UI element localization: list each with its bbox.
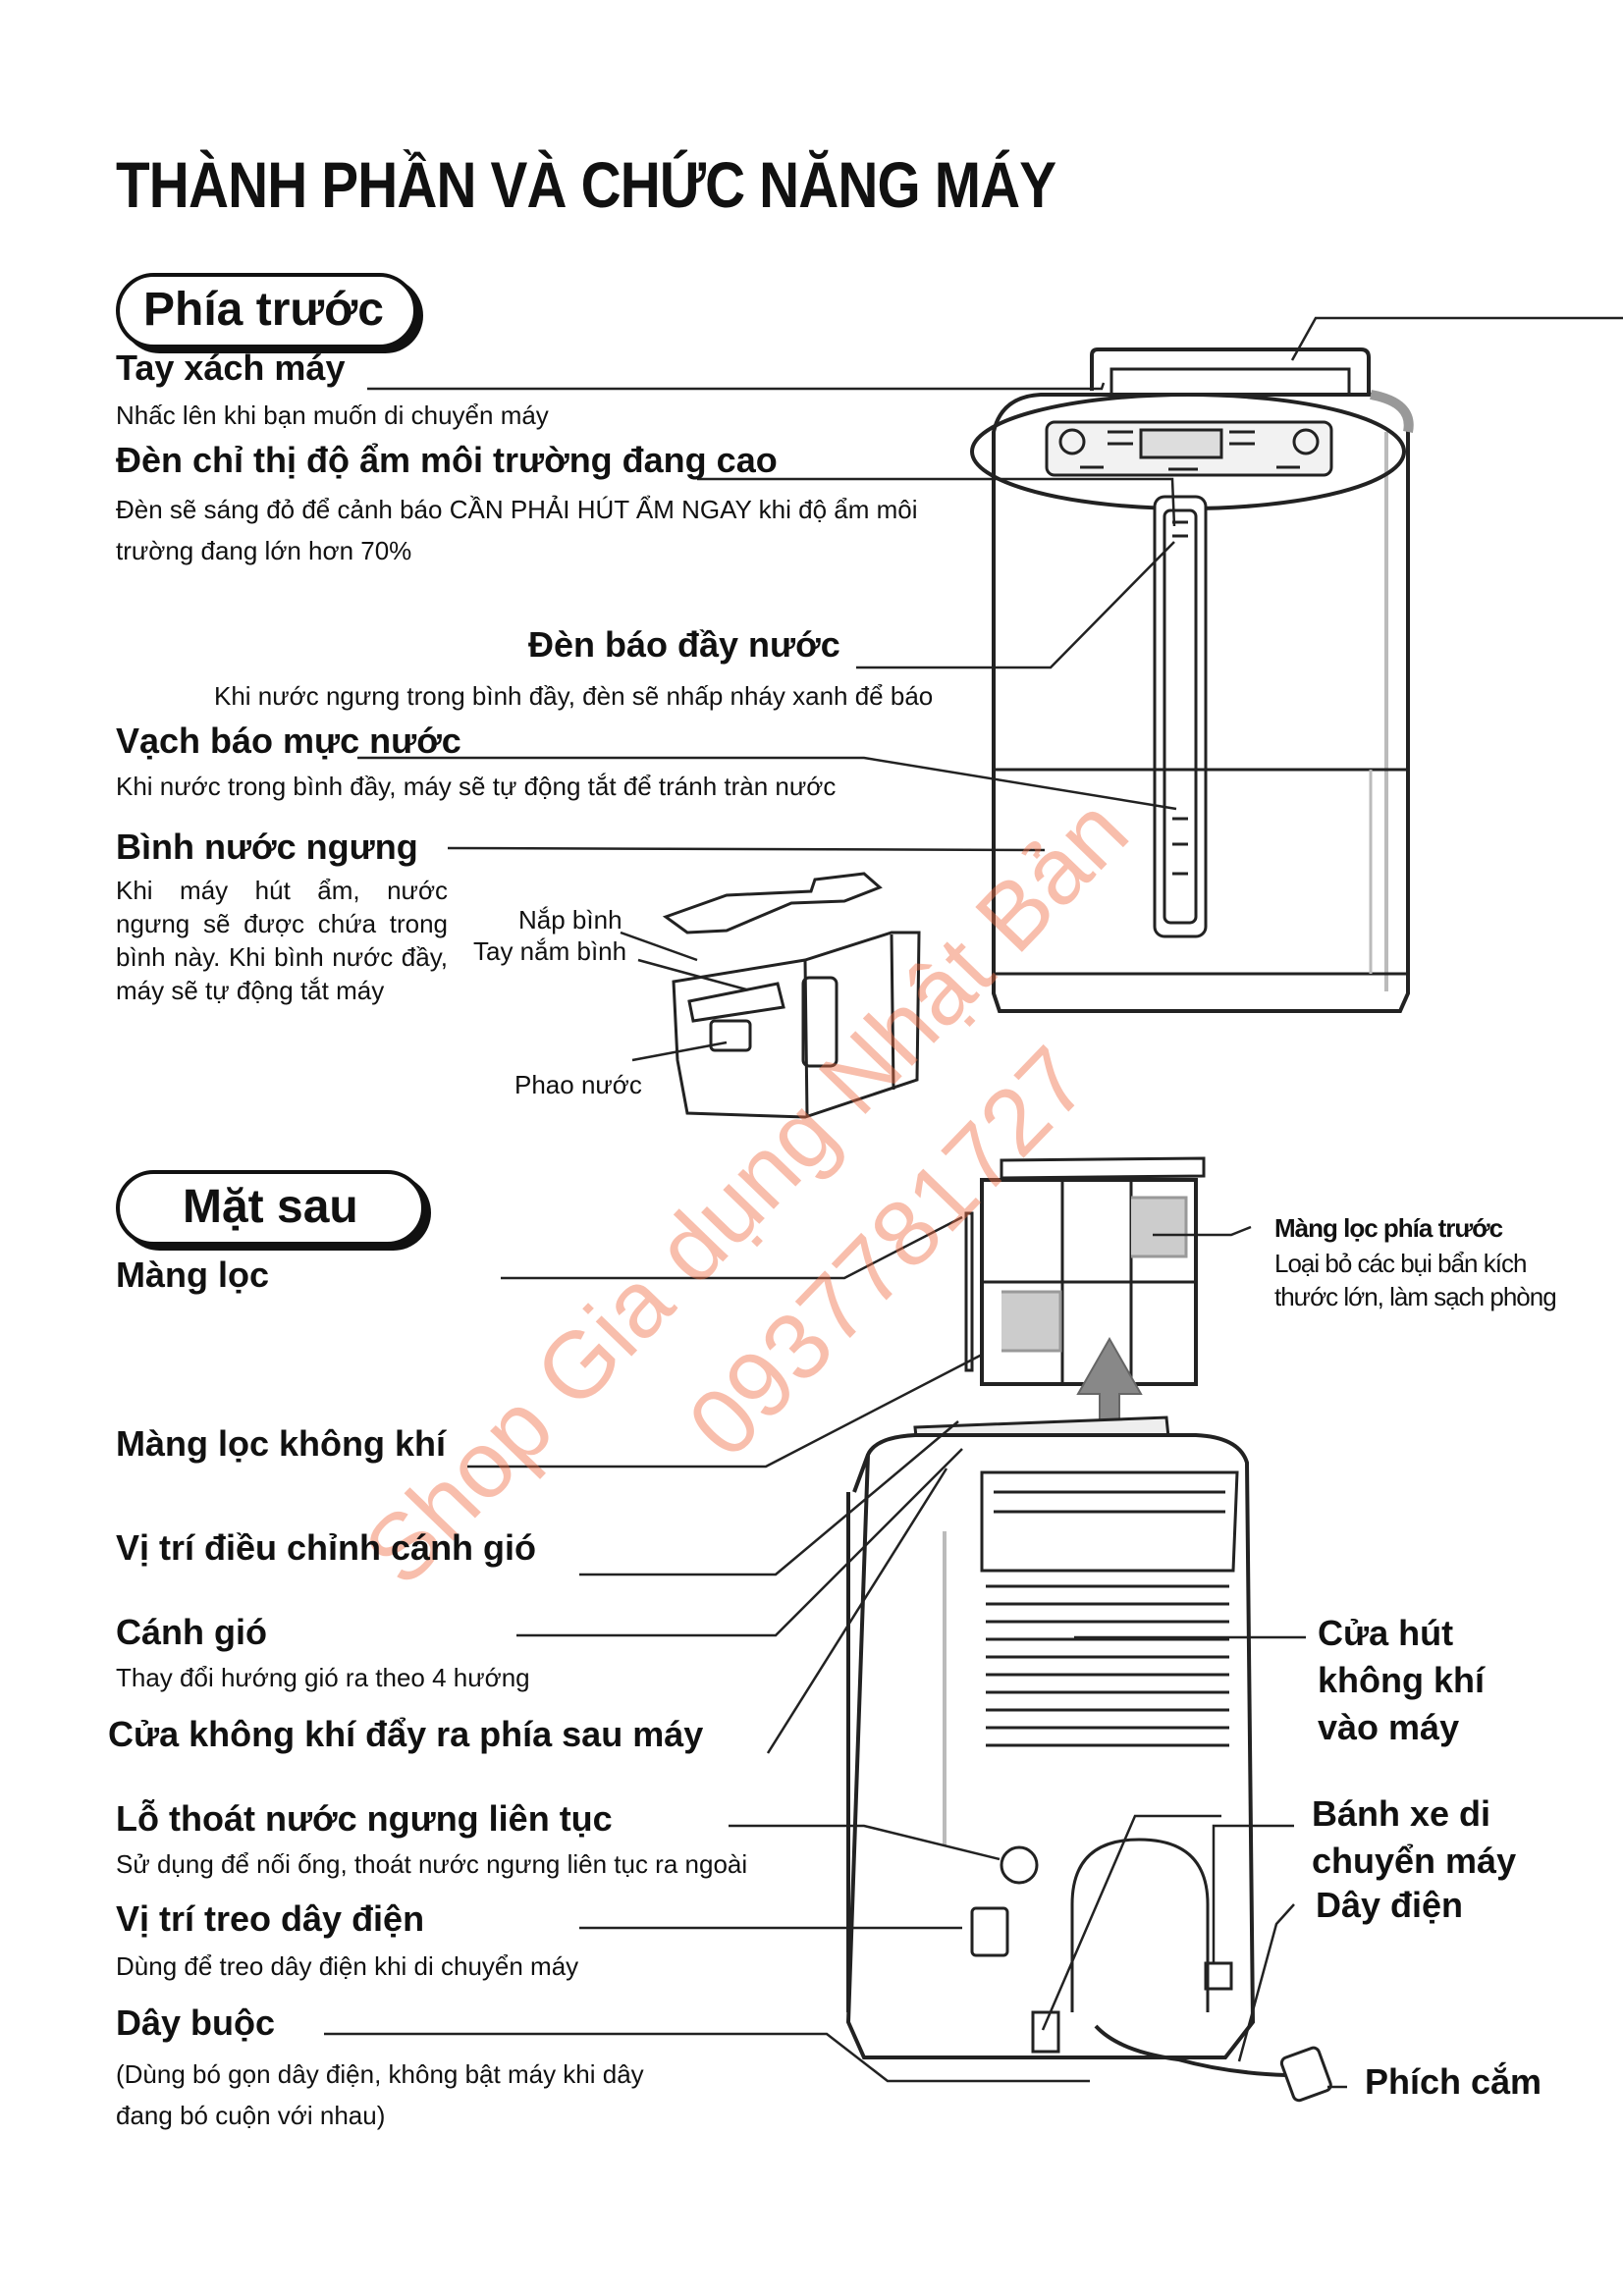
back-unit-drawing (845, 1415, 1332, 2103)
tank-handle-label: Tay nắm bình (473, 936, 627, 966)
plug-title: Phích cắm (1365, 2061, 1542, 2102)
louver-desc: Thay đổi hướng gió ra theo 4 hướng (116, 1663, 530, 1692)
filter-title: Màng lọc (116, 1255, 270, 1295)
handle-desc: Nhấc lên khi bạn muốn di chuyển máy (116, 400, 549, 430)
louver-title: Cánh gió (116, 1612, 267, 1652)
drain-title: Lỗ thoát nước ngưng liên tục (116, 1798, 613, 1839)
filter-drawing (964, 1156, 1206, 1386)
section-label-front: Phía trước (116, 273, 417, 348)
water-level-desc: Khi nước trong bình đầy, máy sẽ tự động … (116, 772, 837, 801)
full-light-title: Đèn báo đầy nước (528, 624, 840, 665)
page-title: THÀNH PHẦN VÀ CHỨC NĂNG MÁY (116, 148, 1056, 221)
full-light-desc: Khi nước ngưng trong bình đầy, đèn sẽ nh… (214, 681, 934, 711)
humidity-light-desc: Đèn sẽ sáng đỏ để cảnh báo CẦN PHẢI HÚT … (116, 495, 918, 565)
tie-desc: (Dùng bó gọn dây điện, không bật máy khi… (116, 2059, 644, 2130)
humidity-light-title: Đèn chỉ thị độ ẩm môi trường đang cao (116, 440, 778, 480)
air-filter-title: Màng lọc không khí (116, 1423, 447, 1464)
cord-hook-title: Vị trí treo dây điện (116, 1898, 425, 1939)
intake-title: Cửa hút không khí vào máy (1318, 1613, 1485, 1747)
cord-hook-desc: Dùng để treo dây điện khi di chuyển máy (116, 1951, 579, 1981)
cord-title: Dây điện (1316, 1885, 1464, 1925)
tank-desc: Khi máy hút ẩm, nước ngưng sẽ được chứa … (116, 876, 448, 1005)
drain-desc: Sử dụng để nối ống, thoát nước ngưng liê… (116, 1849, 748, 1879)
handle-title: Tay xách máy (116, 347, 346, 388)
front-unit-drawing (970, 347, 1414, 1013)
float-label: Phao nước (514, 1070, 642, 1099)
section-label-back: Mặt sau (116, 1170, 425, 1246)
front-filter-desc: Loại bỏ các bụi bẩn kích thước lớn, làm … (1274, 1249, 1557, 1311)
water-level-title: Vạch báo mực nước (116, 721, 461, 761)
outlet-title: Cửa không khí đẩy ra phía sau máy (108, 1714, 704, 1754)
tie-title: Dây buộc (116, 2002, 276, 2043)
water-tank-drawing (662, 872, 921, 1119)
louver-adjust-title: Vị trí điều chỉnh cánh gió (116, 1527, 537, 1568)
tank-title: Bình nước ngưng (116, 827, 418, 867)
casters-title: Bánh xe di chuyển máy (1312, 1793, 1517, 1881)
front-filter-title: Màng lọc phía trước (1274, 1213, 1503, 1243)
tank-lid-label: Nắp bình (518, 905, 622, 934)
leader-lines (324, 316, 1623, 2089)
